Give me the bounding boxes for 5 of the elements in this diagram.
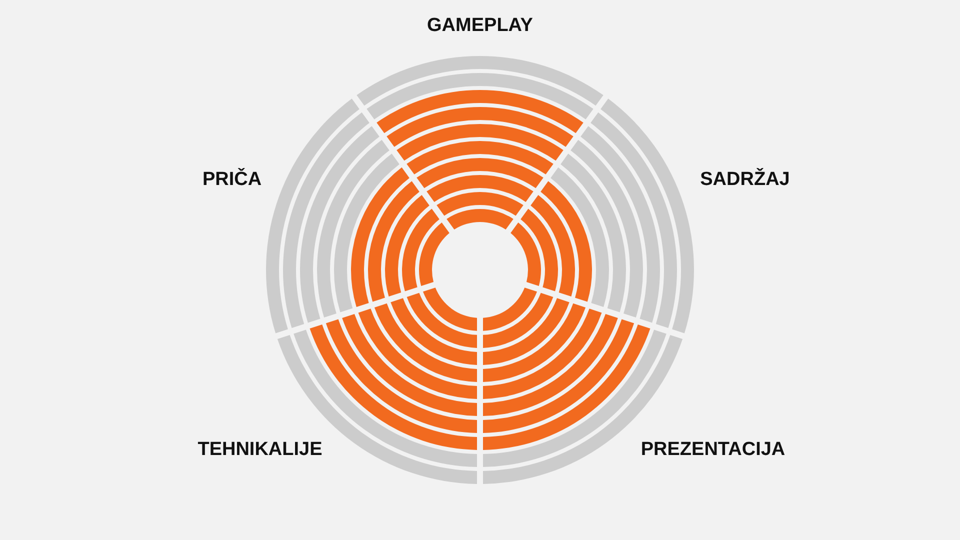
category-label: SADRŽAJ bbox=[700, 169, 790, 191]
category-label: GAMEPLAY bbox=[427, 15, 533, 37]
category-label: PREZENTACIJA bbox=[640, 439, 786, 461]
category-label: PRIČA bbox=[202, 169, 262, 191]
category-label: TEHNIKALIJE bbox=[198, 439, 322, 461]
